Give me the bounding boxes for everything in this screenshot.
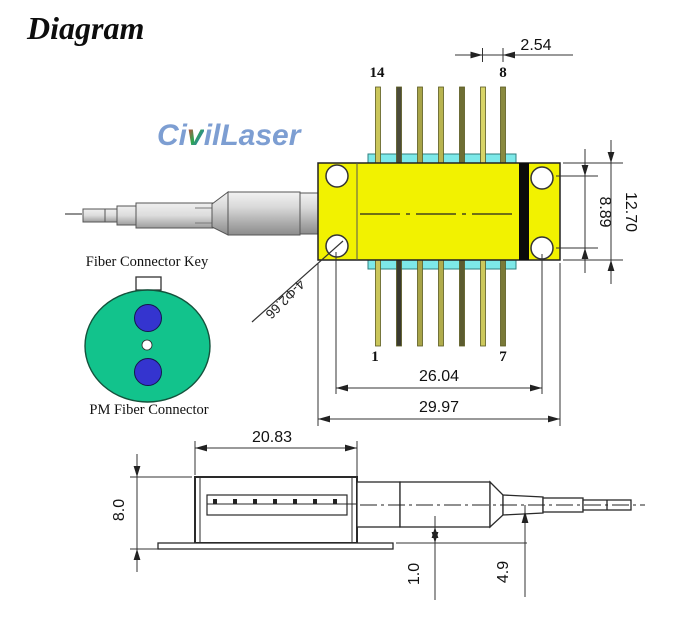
- hole-diameter-label: 4-Φ2.66: [263, 277, 308, 322]
- dim-pin-pitch-label: 2.54: [520, 37, 551, 54]
- dimension-fiber-height: 4.9: [495, 505, 529, 597]
- dimension-package-length: 29.97: [317, 263, 561, 426]
- dim-fiber-height-label: 4.9: [495, 561, 512, 583]
- logo-text-illaser: ilLaser: [203, 119, 301, 152]
- pins-top-row: [375, 86, 506, 165]
- dimension-hole-span-vertical: 8.89: [556, 149, 613, 273]
- dimension-hole-span-horizontal: 26.04: [335, 252, 543, 394]
- pin-label-8: 8: [499, 65, 507, 81]
- dimension-base-offset: 1.0: [406, 516, 439, 600]
- pin-label-14: 14: [370, 65, 386, 81]
- dimension-pin-pitch: 2.54: [455, 37, 573, 62]
- stress-rod-bottom: [134, 358, 162, 386]
- dim-hole-span-h-label: 26.04: [419, 368, 459, 385]
- pin-label-1: 1: [371, 349, 379, 365]
- dim-side-height-label: 8.0: [111, 499, 128, 521]
- dimension-side-height: 8.0: [111, 454, 192, 572]
- connector-detail: Fiber Connector Key PM Fiber Connector: [84, 254, 211, 418]
- mounting-hole: [530, 166, 554, 190]
- page-title: Diagram: [27, 10, 145, 46]
- package-black-band: [519, 163, 529, 260]
- dimension-package-height: 12.70: [563, 140, 639, 284]
- logo-text-ci: Ci: [157, 119, 187, 152]
- side-view: 20.83 8.0 1.0: [111, 429, 645, 600]
- fiber-pigtail-top-view: [82, 191, 319, 236]
- hole-diameter-callout: 4-Φ2.66: [251, 240, 344, 323]
- civillaser-watermark: CivilLaser: [157, 119, 300, 153]
- fiber-connector-key-label: Fiber Connector Key: [86, 254, 209, 270]
- stress-rod-top: [134, 304, 162, 332]
- side-mounting-flange: [157, 542, 394, 550]
- dim-side-length-label: 20.83: [252, 429, 292, 446]
- dim-hole-span-v-label: 8.89: [596, 196, 613, 227]
- side-pin-strip: [206, 494, 362, 516]
- mounting-hole: [325, 164, 349, 188]
- pm-fiber-connector-label: PM Fiber Connector: [89, 402, 208, 418]
- dim-package-height-label: 12.70: [622, 192, 639, 232]
- pins-bottom-row: [375, 259, 506, 347]
- connector-key: [135, 276, 162, 291]
- logo-text-v: v: [187, 119, 204, 152]
- dim-package-length-label: 29.97: [419, 399, 459, 416]
- pin-label-7: 7: [499, 349, 507, 365]
- fiber-core-dot: [141, 339, 153, 351]
- dimension-side-length: 20.83: [194, 429, 358, 476]
- dim-base-offset-label: 1.0: [406, 563, 423, 585]
